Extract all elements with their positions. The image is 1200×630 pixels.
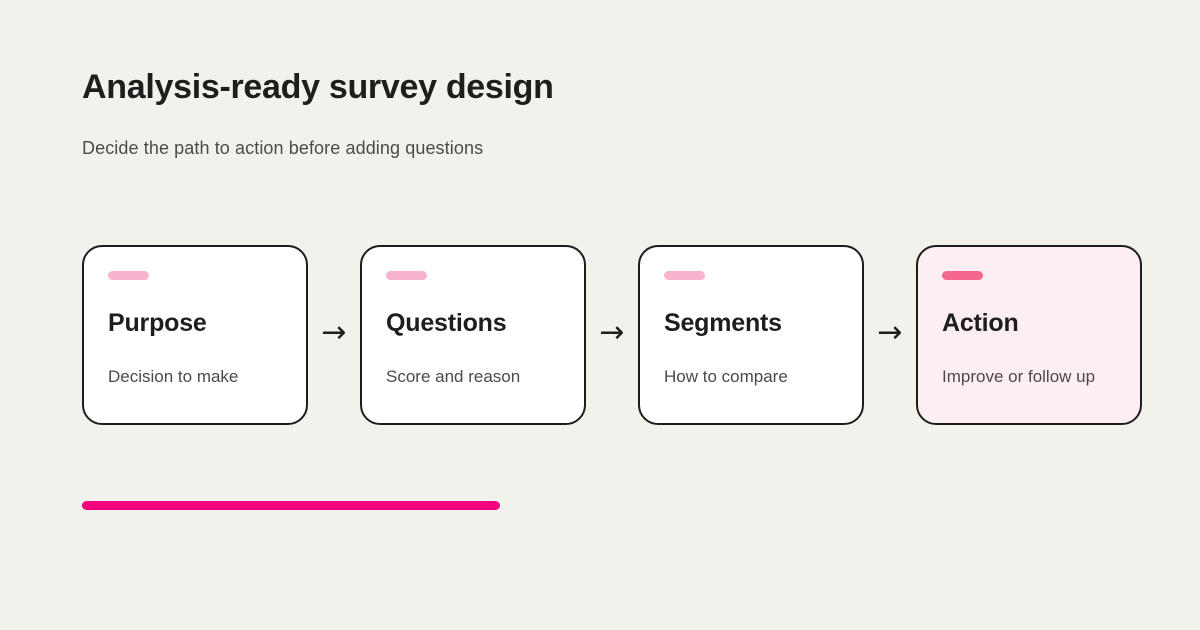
step-card-segments: Segments How to compare [638,245,864,425]
accent-dash-icon [108,271,149,280]
arrow-right-icon: → [321,315,347,350]
process-flow: Purpose Decision to make → Questions Sco… [82,245,1142,425]
step-title: Segments [664,309,782,337]
step-card-questions: Questions Score and reason [360,245,586,425]
accent-dash-icon [942,271,983,280]
arrow-right-icon: → [599,315,625,350]
step-card-action: Action Improve or follow up [916,245,1142,425]
step-title: Questions [386,309,507,337]
page-title: Analysis-ready survey design [82,68,554,106]
step-card-purpose: Purpose Decision to make [82,245,308,425]
step-title: Purpose [108,309,207,337]
accent-underline [82,501,500,510]
step-description: Improve or follow up [942,367,1096,386]
step-description: How to compare [664,367,788,386]
step-description: Score and reason [386,367,521,386]
arrow-right-icon: → [877,315,903,350]
accent-dash-icon [386,271,427,280]
page-subtitle: Decide the path to action before adding … [82,138,484,158]
step-title: Action [942,309,1019,337]
step-description: Decision to make [108,367,239,386]
accent-dash-icon [664,271,705,280]
